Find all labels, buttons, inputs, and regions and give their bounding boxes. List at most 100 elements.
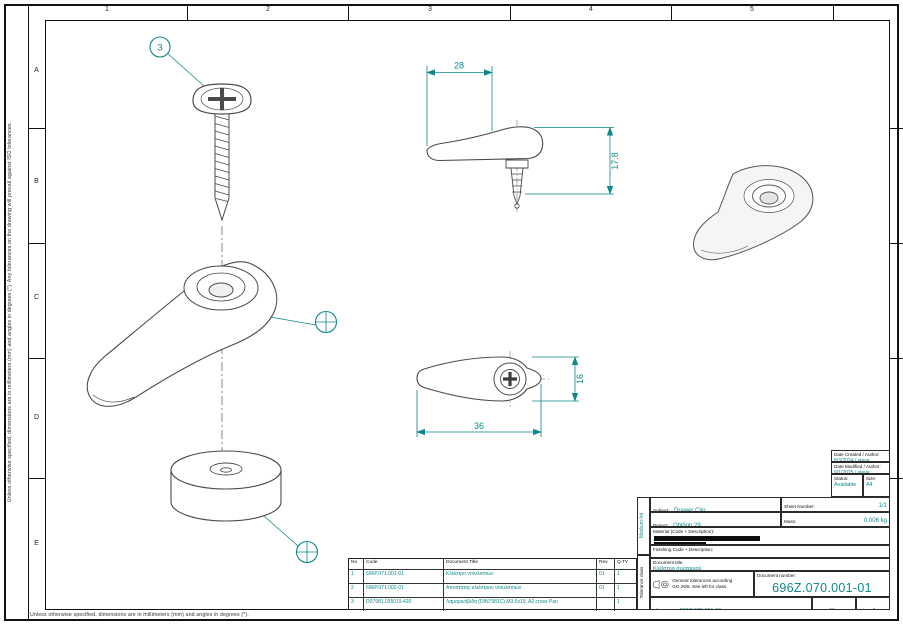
subject-cell: Subject: Drawer Clip [650, 497, 781, 512]
material-cell: Material (Code + Description): [650, 527, 890, 545]
grid-tick [890, 243, 903, 244]
dimension-17-8: 17.8 [525, 126, 620, 195]
crosshair-icon [315, 311, 337, 333]
dimension-28: 28 [426, 61, 493, 146]
col-header-code: Code [363, 559, 443, 569]
left-margin-note: Unless otherwise specified, dimensions a… [7, 121, 13, 503]
sheet-number-label: Sheet Number: [784, 504, 815, 510]
balloon-3: 3 [149, 36, 205, 87]
table-row-code: 696P.071.002-01 [363, 583, 443, 597]
grid-tick [348, 4, 349, 20]
file-name-value: 696Z.070.001-01asm [680, 608, 732, 609]
status-label: Status: [834, 476, 849, 481]
document-number-value: 696Z.070.001-01 [772, 580, 872, 595]
table-row-qty: 1 [614, 569, 637, 583]
size-cell: Size: A4 [863, 474, 890, 497]
project-cell: Project: Ohibon 29 [650, 512, 781, 527]
grid-tick [28, 358, 45, 359]
grid-tick [187, 4, 188, 20]
date-created-value: 8/3/2024 / steve [834, 457, 870, 462]
finishing-cell: Finishing Code + Description: 00 [No coa… [650, 545, 890, 558]
tolerance-class-label: Tolerance class [639, 566, 644, 599]
grid-tick [833, 4, 834, 20]
grid-col-label: 3 [428, 6, 432, 13]
tolerance-class-label-strip [637, 555, 650, 610]
dimension-36: 36 [416, 384, 542, 437]
bottom-margin-note: Unless otherwise specified, dimensions a… [30, 612, 249, 618]
size-label: Size: [866, 476, 877, 481]
grid-tick [510, 4, 511, 20]
table-row-rev: 01 [596, 569, 614, 583]
date-modified-cell: Date Modified / Author: 9/1/2025 / steve [831, 462, 890, 474]
grid-col-label: 2 [266, 6, 270, 13]
table-row-no: 1 [349, 569, 363, 583]
grid-row-label: D [33, 414, 40, 421]
serial-number-value: 6 [872, 608, 875, 609]
parts-table: No Code Document Title Rev. Q.TY 1 696P.… [348, 558, 637, 611]
grid-row-label: E [34, 540, 39, 547]
mass-cell: Mass: 0.006 kg [781, 512, 890, 527]
file-name-label: File Name: [653, 608, 675, 609]
phillips-recess-icon [503, 372, 517, 386]
side-view [426, 120, 544, 212]
col-header-no: No [351, 560, 358, 565]
dimension-16: 16 [532, 356, 585, 402]
rev-label: Rev: [815, 608, 824, 609]
phillips-recess-icon [208, 88, 236, 110]
date-created-cell: Date Created / Author: 8/3/2024 / steve [831, 450, 890, 462]
sheet-number-cell: Sheet Number: 1/1 [781, 497, 890, 512]
document-number-label: Document number: [757, 573, 797, 578]
material-redaction-bar [654, 542, 706, 544]
balloon-cross-washer [263, 515, 319, 564]
date-modified-value: 9/1/2025 / steve [834, 469, 870, 474]
mass-value: 0.006 kg [863, 517, 887, 524]
grid-row-label: B [34, 178, 39, 185]
grid-col-label: 4 [589, 6, 593, 13]
status-value: Available [834, 481, 857, 488]
sheet-outer-border [4, 4, 899, 621]
col-header-qty: Q.TY [614, 559, 637, 569]
grid-tick [890, 128, 903, 129]
table-row-no: 2 [349, 583, 363, 597]
table-row-title: Λαμαρινόβιδα (DIN7981C) M3.5x19, A2 cros… [443, 597, 596, 611]
grid-col-label: 5 [750, 6, 754, 13]
rev-cell: Rev: 01 [812, 597, 856, 610]
tolerance-class-value-strip [637, 497, 650, 555]
col-header-title: Document Title [443, 559, 596, 569]
grid-tick [890, 358, 903, 359]
table-row-no: 3 [349, 597, 363, 611]
table-row-code: 696P.071.001-01 [363, 569, 443, 583]
table-row-rev [596, 597, 614, 611]
status-cell: Status: Available [831, 474, 863, 497]
date-modified-label: Date Modified / Author: [834, 464, 881, 469]
isometric-view [692, 165, 814, 261]
finishing-label: Finishing Code + Description: [653, 547, 714, 552]
document-title-cell: Document title: Κλείστρο συρταριού [650, 558, 890, 571]
document-title-value: Κλείστρο συρταριού [653, 565, 702, 571]
washer-view [170, 450, 282, 522]
table-row-qty: 1 [614, 583, 637, 597]
material-label: Material (Code + Description): [653, 529, 715, 534]
top-view [416, 351, 550, 407]
document-number-cell: Document number: 696Z.070.001-01 [754, 571, 890, 597]
margin-divider [28, 4, 29, 621]
rev-value: 01 [829, 608, 835, 609]
document-title-label: Document title: [653, 560, 684, 565]
tolerance-note-cell: General tolerances according GO.26/6. Se… [650, 571, 754, 597]
clip-body-isometric [86, 261, 278, 407]
general-tolerances-note: General tolerances according GO.26/6. Se… [672, 578, 733, 589]
dim-text: 36 [474, 421, 484, 431]
crosshair-icon [296, 541, 318, 563]
grid-row-label: A [34, 67, 39, 74]
table-row-rev: 01 [596, 583, 614, 597]
grid-tick [890, 478, 903, 479]
balloon-cross-body [269, 310, 338, 334]
balloon-number: 3 [157, 43, 162, 54]
size-value: A4 [866, 481, 873, 488]
subject-label: Subject: [653, 508, 670, 512]
date-created-label: Date Created / Author: [834, 452, 880, 457]
grid-tick [28, 478, 45, 479]
grid-tick [671, 4, 672, 20]
dim-text: 16 [575, 374, 585, 384]
